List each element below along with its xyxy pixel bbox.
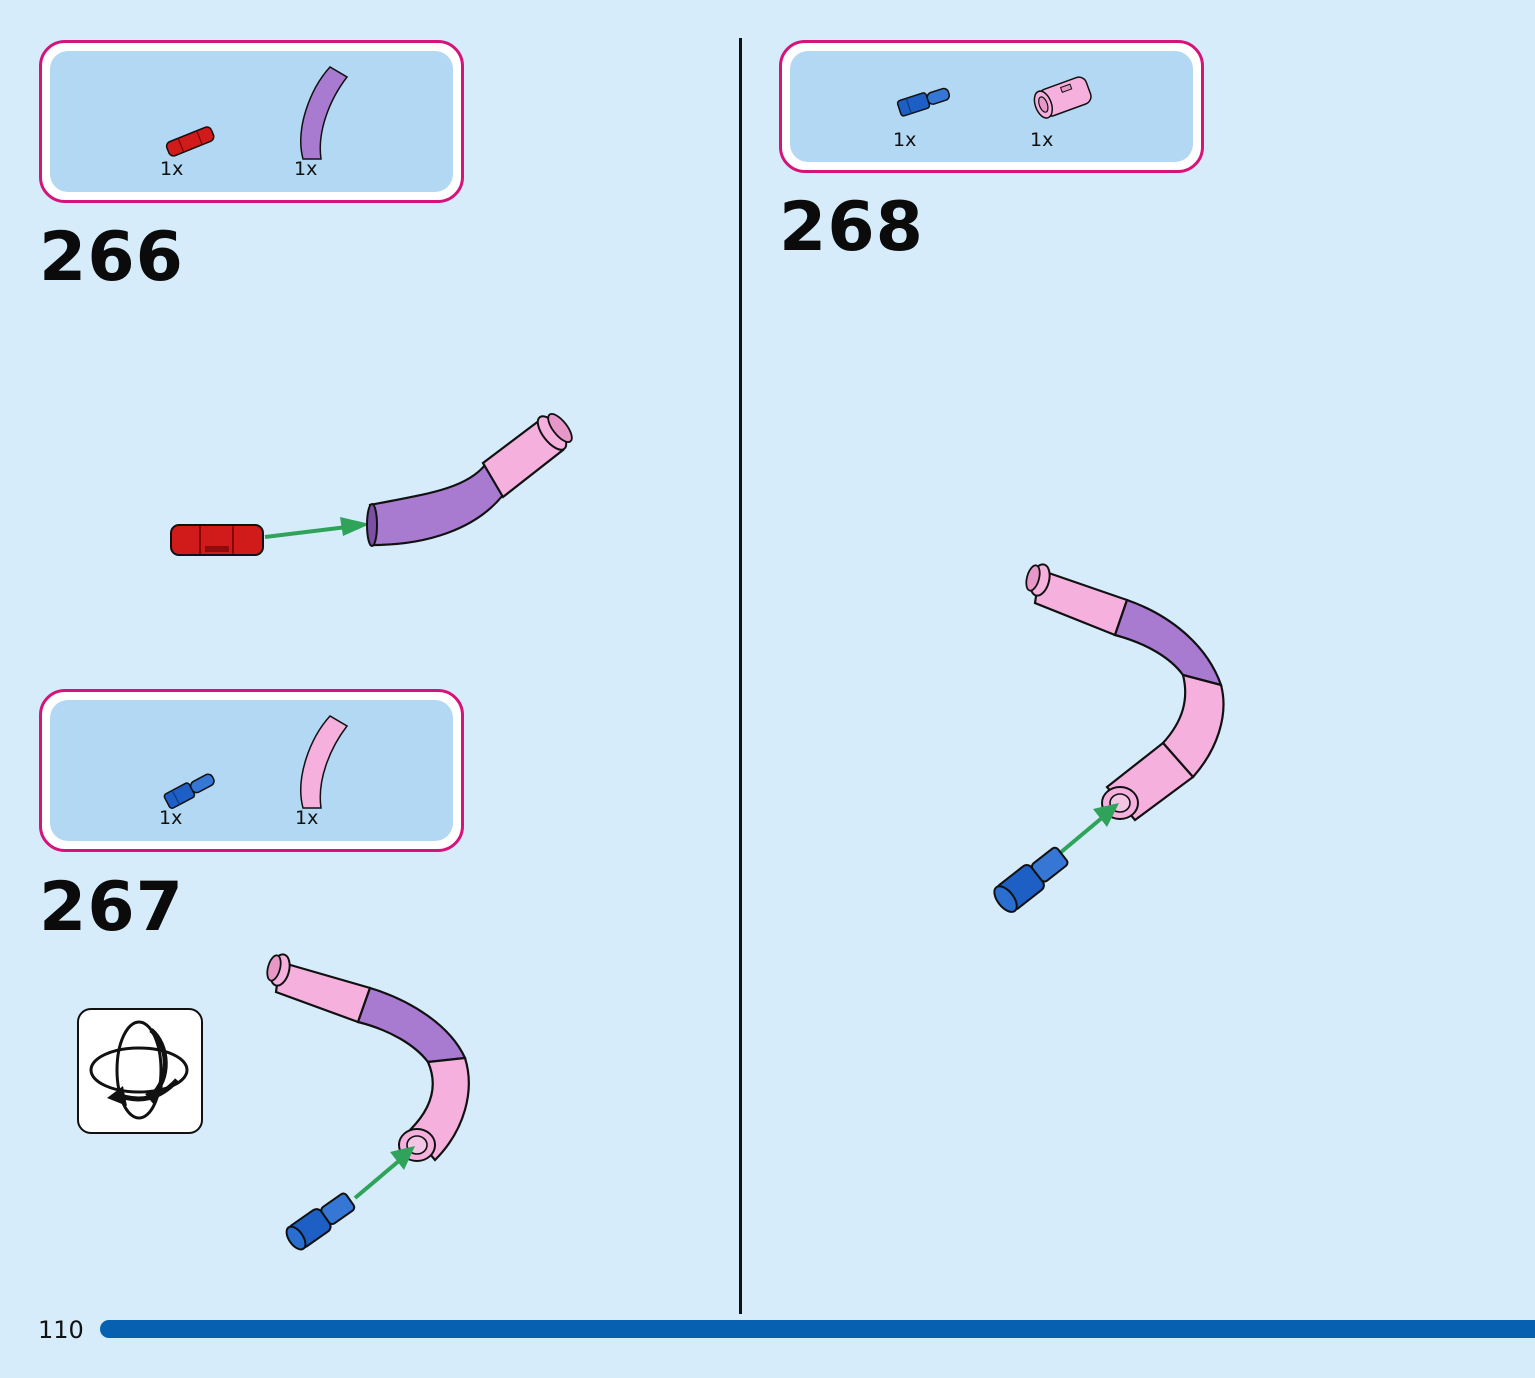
page-number: 110 <box>38 1316 84 1344</box>
step-number: 267 <box>39 868 184 947</box>
part-quantity: 1x <box>1030 129 1054 151</box>
part-quantity: 1x <box>159 807 183 829</box>
step-267-assembly-illustration <box>266 953 470 1251</box>
parts-callout-inner: 1x 1x <box>790 51 1193 162</box>
purple-curved-tube <box>356 986 467 1064</box>
parts-callout-step-268: 1x 1x <box>779 40 1204 173</box>
insertion-arrow <box>264 517 370 539</box>
part-quantity: 1x <box>294 158 318 180</box>
step-266-assembly-illustration <box>170 413 573 556</box>
blue-axle-pin <box>993 846 1069 913</box>
pink-curved-tube <box>398 1056 470 1162</box>
rotate-model-icon <box>77 1008 203 1134</box>
parts-callout-step-267: 1x 1x <box>39 689 464 852</box>
red-axle-connector-icon <box>165 126 215 157</box>
part-quantity: 1x <box>893 129 917 151</box>
insertion-arrow <box>353 1146 415 1200</box>
pink-curved-tube-icon <box>300 715 349 809</box>
parts-callout-step-266: 1x 1x <box>39 40 464 203</box>
blue-axle-pin-icon <box>163 773 215 809</box>
blue-axle-pin <box>285 1192 356 1251</box>
rotate-arrows-icon <box>89 1020 189 1120</box>
step-number: 268 <box>779 188 924 267</box>
purple-curved-tube <box>1113 598 1223 687</box>
pink-tube-connector-icon <box>1033 76 1092 119</box>
insertion-arrow <box>1058 803 1119 855</box>
pink-tube-segment <box>266 953 372 1024</box>
step-number: 266 <box>39 218 184 297</box>
progress-bar <box>100 1320 1535 1338</box>
step-268-assembly-illustration <box>993 563 1225 913</box>
parts-callout-inner: 1x 1x <box>50 700 453 841</box>
purple-curved-tube-icon <box>300 66 349 160</box>
red-axle-connector <box>170 524 264 556</box>
pink-tube-segment <box>1025 563 1129 637</box>
parts-callout-inner: 1x 1x <box>50 51 453 192</box>
part-quantity: 1x <box>295 807 319 829</box>
column-divider <box>739 38 742 1314</box>
purple-curved-tube <box>366 463 505 547</box>
pink-tube-segment <box>481 413 573 499</box>
part-quantity: 1x <box>160 158 184 180</box>
blue-axle-pin-icon <box>896 87 951 117</box>
